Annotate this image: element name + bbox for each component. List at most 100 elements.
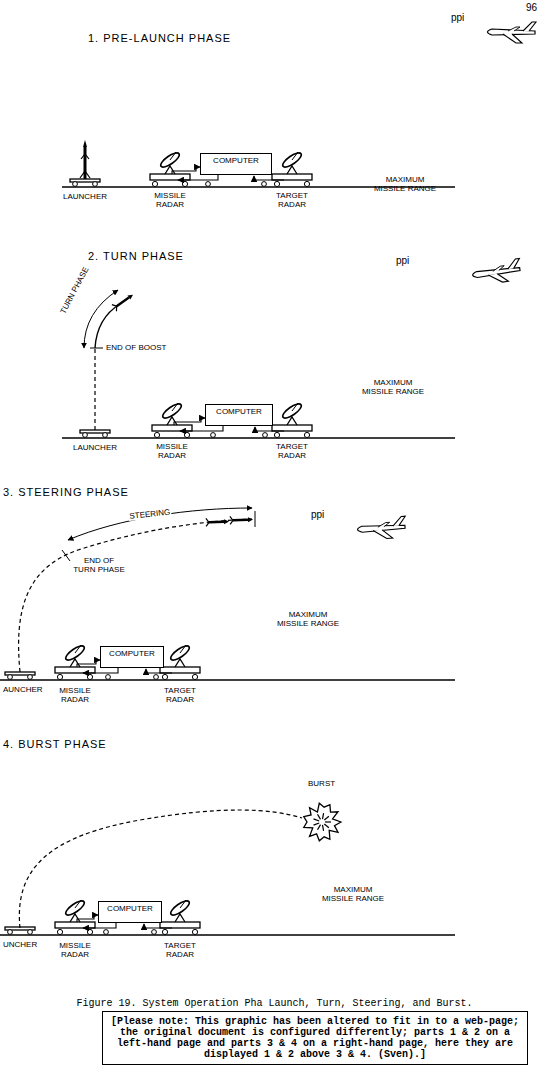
missile-symbol — [230, 516, 253, 525]
event-label: END OF BOOST — [106, 343, 166, 352]
radar-label: MISSILE RADAR — [152, 191, 188, 209]
computer-wheel — [206, 182, 211, 187]
end-tick — [255, 511, 256, 527]
launcher-symbol — [70, 179, 100, 186]
radar-symbol — [55, 898, 95, 934]
launcher-label: LAUNCHER — [73, 443, 117, 452]
range-label: MAXIMUM MISSILE RANGE — [360, 378, 426, 396]
radar-symbol — [160, 643, 200, 679]
phase-bracket-label: STEERING — [128, 508, 172, 521]
end-of-turn-tick — [62, 550, 70, 561]
ground-line — [62, 437, 455, 439]
missile-fins — [80, 154, 90, 178]
aircraft-symbol — [471, 258, 522, 286]
box-text: [Please note: This graphic has been alte… — [103, 1014, 527, 1062]
signal-wire — [83, 668, 118, 673]
missile-body — [84, 147, 87, 179]
ground-line — [0, 934, 455, 936]
box-text: COMPUTER — [107, 902, 153, 913]
radar-symbol — [272, 401, 312, 437]
computer-wheel — [154, 675, 159, 680]
radar-symbol — [152, 401, 192, 437]
signal-wire — [77, 915, 98, 922]
phase-title: 1. PRE-LAUNCH PHASE — [88, 32, 231, 44]
computer-box: COMPUTER — [98, 901, 162, 923]
signal-wire — [146, 669, 172, 673]
computer-wheel — [106, 675, 111, 680]
radar-label: TARGET RADAR — [162, 686, 198, 704]
launcher-symbol — [80, 430, 110, 437]
figure-caption: Figure 19. System Operation Pha Launch, … — [0, 998, 549, 1009]
radar-label: TARGET RADAR — [274, 191, 310, 209]
missile-trajectory — [19, 810, 302, 928]
signal-wire — [83, 923, 116, 928]
missile-trajectory — [19, 519, 252, 672]
radar-symbol — [150, 150, 190, 186]
aircraft-symbol — [357, 516, 407, 540]
computer-wheel — [262, 182, 267, 187]
missile-symbol — [206, 518, 229, 527]
note-box: [Please note: This graphic has been alte… — [102, 1011, 528, 1065]
box-text: COMPUTER — [213, 154, 259, 165]
burst-mark — [323, 813, 324, 819]
burst-mark — [318, 825, 321, 830]
missile-nose — [83, 140, 87, 147]
ppi-label: ppi — [311, 509, 324, 520]
ppi-label: ppi — [396, 255, 409, 266]
ppi-label: ppi — [451, 12, 464, 23]
burst-mark — [324, 816, 329, 820]
computer-wheel — [152, 930, 157, 935]
burst-mark — [318, 814, 321, 819]
launcher-symbol — [5, 672, 35, 679]
burst-label: BURST — [308, 779, 335, 788]
phase-title: 2. TURN PHASE — [88, 250, 184, 262]
computer-wheel — [263, 433, 268, 438]
box-text: COMPUTER — [109, 647, 155, 658]
computer-wheel — [104, 930, 109, 935]
signal-wire — [174, 418, 205, 425]
radar-label: TARGET RADAR — [274, 442, 310, 460]
signal-wire — [77, 660, 100, 667]
computer-wheel — [211, 433, 216, 438]
signal-wire — [254, 176, 284, 180]
event-label: END OF TURN PHASE — [72, 556, 126, 574]
missile-symbol — [112, 291, 135, 311]
phase-bracket-label: TURN PHASE — [58, 265, 91, 317]
burst-mark — [324, 824, 329, 828]
launcher-label: AUNCHER — [3, 685, 43, 694]
radar-label: TARGET RADAR — [162, 941, 198, 959]
burst-mark — [323, 825, 324, 831]
computer-box: COMPUTER — [200, 153, 272, 175]
phase-title: 3. STEERING PHASE — [3, 486, 129, 498]
steering-bracket — [68, 508, 252, 540]
launcher-label: LAUNCHER — [63, 192, 107, 201]
radar-label: MISSILE RADAR — [154, 442, 190, 460]
turn-phase-bracket — [84, 290, 118, 348]
signal-wire — [144, 924, 172, 928]
radar-label: MISSILE RADAR — [57, 941, 93, 959]
signal-wire — [180, 426, 223, 431]
burst-mark — [314, 819, 320, 821]
range-label: MAXIMUM MISSILE RANGE — [320, 885, 386, 903]
phase-title: 4. BURST PHASE — [3, 738, 107, 750]
signal-wire — [172, 167, 200, 174]
launcher-label: UNCHER — [3, 940, 37, 949]
radar-symbol — [160, 898, 200, 934]
signal-wire — [178, 175, 218, 180]
boost-trajectory — [94, 348, 95, 430]
aircraft-symbol — [488, 22, 537, 43]
radar-label: MISSILE RADAR — [57, 686, 93, 704]
radar-symbol — [55, 643, 95, 679]
signal-wire — [255, 427, 284, 431]
burst-mark — [314, 823, 320, 825]
launcher-symbol — [5, 927, 35, 934]
page-number: 96 — [526, 2, 537, 13]
radar-symbol — [272, 150, 312, 186]
range-label: MAXIMUM MISSILE RANGE — [275, 610, 341, 628]
ground-line — [0, 679, 455, 681]
range-label: MAXIMUM MISSILE RANGE — [372, 175, 438, 193]
burst-symbol — [304, 803, 341, 841]
burst-mark — [325, 821, 331, 822]
